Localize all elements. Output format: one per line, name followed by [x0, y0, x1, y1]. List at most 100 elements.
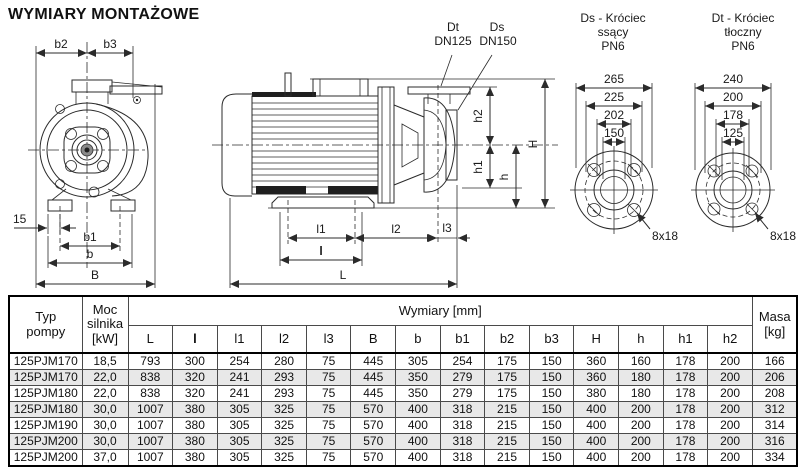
dim-label-H: H [526, 140, 540, 149]
table-cell: 400 [395, 433, 441, 450]
col-header-wymiary: Wymiary [mm] [127, 295, 753, 326]
table-cell: 312 [751, 401, 798, 418]
table-cell: 75 [305, 449, 352, 467]
table-cell: 400 [573, 417, 620, 434]
table-cell: 200 [618, 433, 664, 450]
table-cell: 400 [395, 449, 441, 467]
table-cell: 30,0 [81, 417, 129, 434]
port-label-ds-dn: DN150 [479, 34, 517, 48]
table-cell: 380 [172, 433, 218, 450]
dim-label-L: L [340, 268, 347, 282]
table-cell: 200 [707, 401, 753, 418]
table-cell: 22,0 [81, 385, 129, 402]
table-cell: 178 [662, 433, 709, 450]
col-header-l2: l2 [261, 325, 307, 354]
table-cell: 380 [172, 401, 218, 418]
table-cell: 320 [172, 385, 218, 402]
col-header-b2: b2 [484, 325, 530, 354]
table-cell: 400 [573, 433, 620, 450]
discharge-bolt-holes [707, 164, 759, 216]
suction-dim-150: 150 [604, 126, 624, 140]
table-cell: 150 [528, 369, 575, 386]
table-cell: 125PJM180 [8, 401, 83, 418]
table-cell: 178 [662, 369, 709, 386]
table-cell: 360 [573, 352, 620, 370]
col-header-moc-line1: Moc [92, 301, 118, 317]
dimensions-table-wrap: Typ pompy Moc silnika [kW] Wymiary [mm] … [8, 295, 799, 467]
suction-dim-225: 225 [604, 90, 624, 104]
col-header-masa-line1: Masa [758, 308, 791, 324]
table-cell: 75 [305, 352, 352, 370]
table-cell: 75 [305, 401, 352, 418]
dim-label-b1: b1 [83, 230, 97, 244]
table-cell: 400 [395, 401, 441, 418]
table-cell: 175 [484, 369, 530, 386]
table-cell: 215 [484, 417, 530, 434]
table-cell: 200 [618, 449, 664, 467]
table-cell: 125PJM170 [8, 369, 83, 386]
table-cell: 305 [216, 401, 263, 418]
dim-label-b3: b3 [103, 37, 117, 51]
discharge-dim-125: 125 [723, 126, 743, 140]
table-cell: 318 [439, 449, 486, 467]
table-cell: 570 [350, 417, 397, 434]
discharge-dim-200: 200 [723, 90, 743, 104]
table-cell: 1007 [127, 401, 174, 418]
table-cell: 380 [172, 417, 218, 434]
discharge-flange-pn: PN6 [731, 39, 755, 53]
table-cell: 200 [618, 401, 664, 418]
table-cell: 316 [751, 433, 798, 450]
dim-label-l3: l3 [442, 221, 452, 235]
table-cell: 793 [127, 352, 174, 370]
port-label-dt-dn: DN125 [434, 34, 472, 48]
table-cell: 18,5 [81, 352, 129, 370]
table-cell: 22,0 [81, 369, 129, 386]
table-cell: 125PJM170 [8, 352, 83, 370]
table-cell: 30,0 [81, 433, 129, 450]
table-cell: 215 [484, 433, 530, 450]
table-cell: 305 [395, 352, 441, 370]
table-cell: 160 [618, 352, 664, 370]
table-cell: 200 [618, 417, 664, 434]
table-cell: 178 [662, 401, 709, 418]
table-cell: 150 [528, 433, 575, 450]
table-cell: 178 [662, 417, 709, 434]
discharge-holes-label: 8x18 [770, 229, 796, 243]
col-header-typ-line1: Typ [35, 308, 57, 324]
table-cell: 380 [573, 385, 620, 402]
table-cell: 150 [528, 417, 575, 434]
col-header-l: l [172, 325, 218, 354]
pump-front-view-drawing: b2 b3 [13, 37, 163, 288]
suction-flange-title: Ds - Króciec [580, 11, 645, 25]
table-cell: 570 [350, 401, 397, 418]
discharge-dim-178: 178 [723, 108, 743, 122]
col-header-h1: h1 [662, 325, 709, 354]
dim-label-l1: l1 [316, 222, 326, 236]
col-header-typ: Typ pompy [8, 295, 83, 354]
table-cell: 380 [172, 449, 218, 467]
table-cell: 178 [662, 385, 709, 402]
table-cell: 1007 [127, 433, 174, 450]
table-cell: 318 [439, 401, 486, 418]
table-cell: 325 [261, 401, 307, 418]
table-cell: 125PJM200 [8, 449, 83, 467]
table-cell: 30,0 [81, 401, 129, 418]
table-cell: 206 [751, 369, 798, 386]
table-cell: 125PJM200 [8, 433, 83, 450]
table-cell: 75 [305, 417, 352, 434]
table-cell: 300 [172, 352, 218, 370]
table-cell: 37,0 [81, 449, 129, 467]
table-cell: 200 [707, 369, 753, 386]
table-cell: 1007 [127, 449, 174, 467]
col-header-masa: Masa [kg] [751, 295, 798, 354]
table-cell: 175 [484, 385, 530, 402]
table-cell: 150 [528, 401, 575, 418]
table-cell: 570 [350, 433, 397, 450]
table-cell: 400 [573, 401, 620, 418]
table-cell: 325 [261, 433, 307, 450]
table-cell: 200 [707, 433, 753, 450]
page-title: WYMIARY MONTAŻOWE [8, 6, 200, 23]
table-cell: 838 [127, 369, 174, 386]
